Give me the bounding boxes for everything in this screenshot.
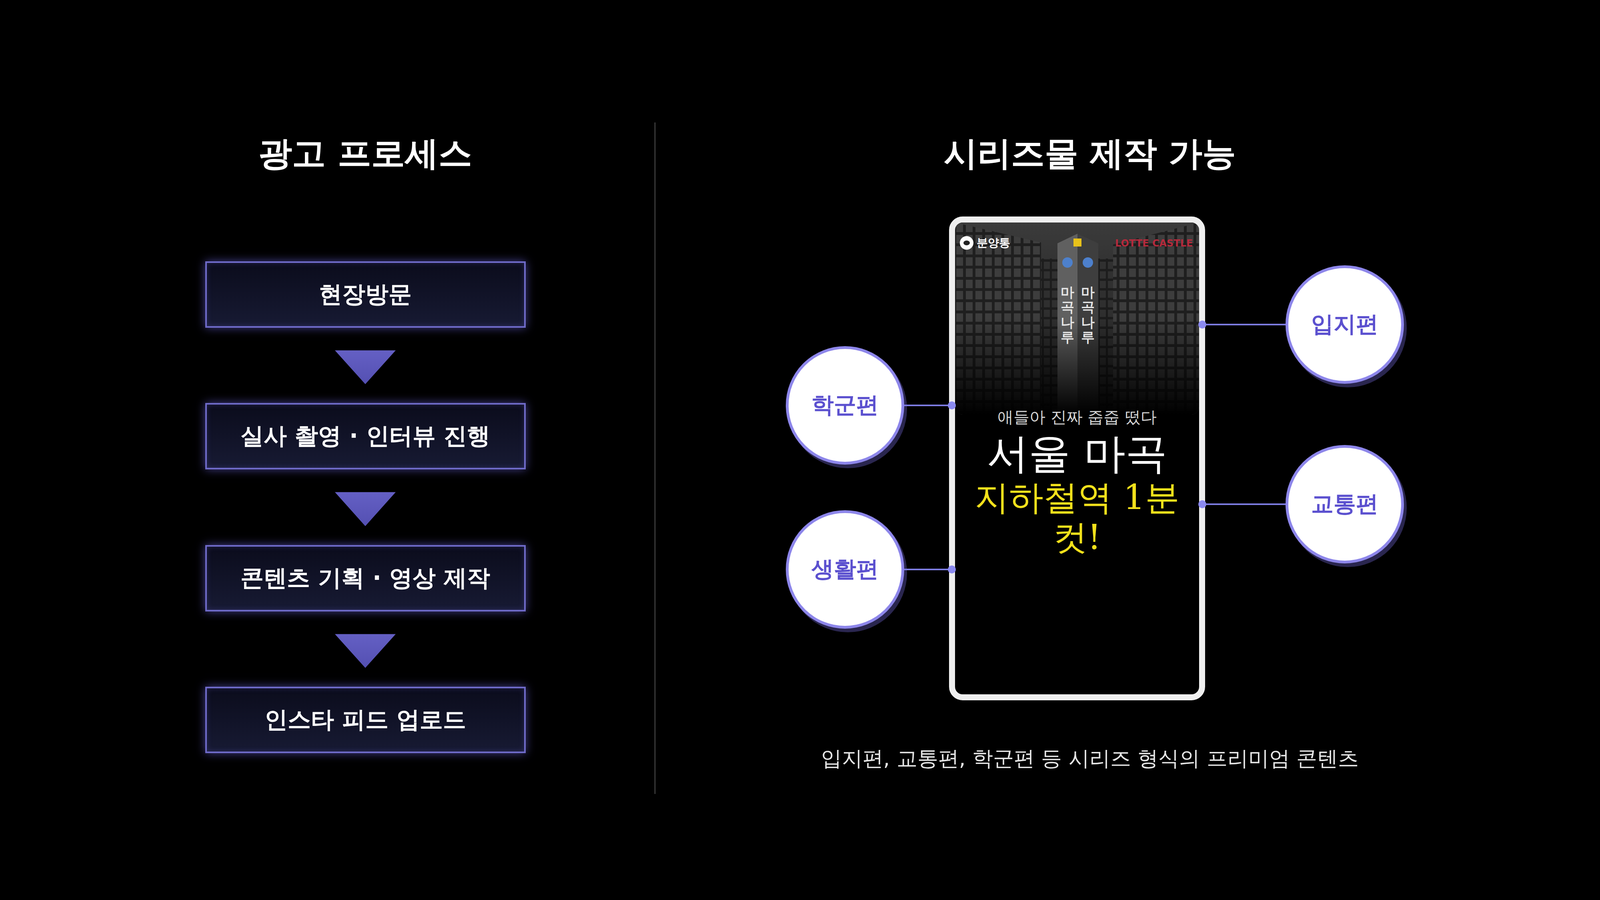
logo-icon — [959, 236, 974, 250]
process-box: 현장방문 — [205, 261, 526, 328]
circle-label: 교통편 — [1311, 488, 1379, 520]
leader-line — [904, 568, 950, 571]
circle-label: 생활편 — [811, 554, 879, 585]
logo-icon-face — [963, 240, 970, 246]
leader-dot — [1198, 320, 1207, 329]
category-circle: 학군편 — [785, 346, 905, 465]
building-photo — [955, 222, 1200, 415]
brand-mark-text: LOTTE CASTLE — [1115, 237, 1193, 250]
caption: 입지편, 교통편, 학군편 등 시리즈 형식의 프리미엄 콘텐츠 — [729, 745, 1450, 771]
leader-dot — [947, 565, 956, 574]
process-arrow — [334, 327, 396, 403]
process-box: 실사 촬영 · 인터뷰 진행 — [205, 402, 526, 470]
section-title: 시리즈물 제작 가능 — [889, 133, 1290, 174]
ad-subline: 애들아 진짜 줍줍 떴다 — [997, 407, 1157, 427]
process-arrow — [334, 611, 396, 687]
category-circle: 입지편 — [1285, 265, 1404, 384]
section-title: 광고 프로세스 — [165, 133, 566, 174]
brand-logo-text: 분양통 — [976, 236, 1011, 250]
circle-label: 입지편 — [1311, 309, 1379, 340]
ad-highlight: 지하철역 1분컷! — [959, 477, 1195, 558]
category-circle: 생활편 — [785, 510, 905, 629]
sign-text: 마곡나루 — [1081, 284, 1095, 345]
category-circle: 교통편 — [1285, 444, 1404, 564]
divider-line — [654, 122, 656, 794]
process-arrow — [334, 469, 396, 545]
sign-text: 마곡나루 — [1060, 284, 1075, 345]
leader-line — [1205, 323, 1286, 326]
box-label: 실사 촬영 · 인터뷰 진행 — [240, 420, 491, 452]
leader-dot — [1198, 500, 1207, 509]
ad-text-column: 애들아 진짜 줍줍 떴다서울 마곡지하철역 1분컷! — [955, 407, 1200, 557]
process-box: 인스타 피드 업로드 — [205, 686, 526, 753]
building-scene — [955, 222, 1200, 415]
box-label: 현장방문 — [318, 278, 412, 311]
process-box: 콘텐츠 기획 · 영상 제작 — [205, 544, 526, 612]
leader-line — [1205, 503, 1286, 505]
box-label: 콘텐츠 기획 · 영상 제작 — [240, 562, 491, 594]
box-label: 인스타 피드 업로드 — [264, 704, 467, 736]
leader-dot — [947, 401, 956, 410]
leader-line — [904, 404, 950, 407]
phone-mockup: 애들아 진짜 줍줍 떴다서울 마곡지하철역 1분컷! 분양통 LOTTE CASTL… — [949, 216, 1206, 701]
ad-headline: 서울 마곡 — [987, 429, 1167, 478]
circle-label: 학군편 — [811, 390, 879, 421]
